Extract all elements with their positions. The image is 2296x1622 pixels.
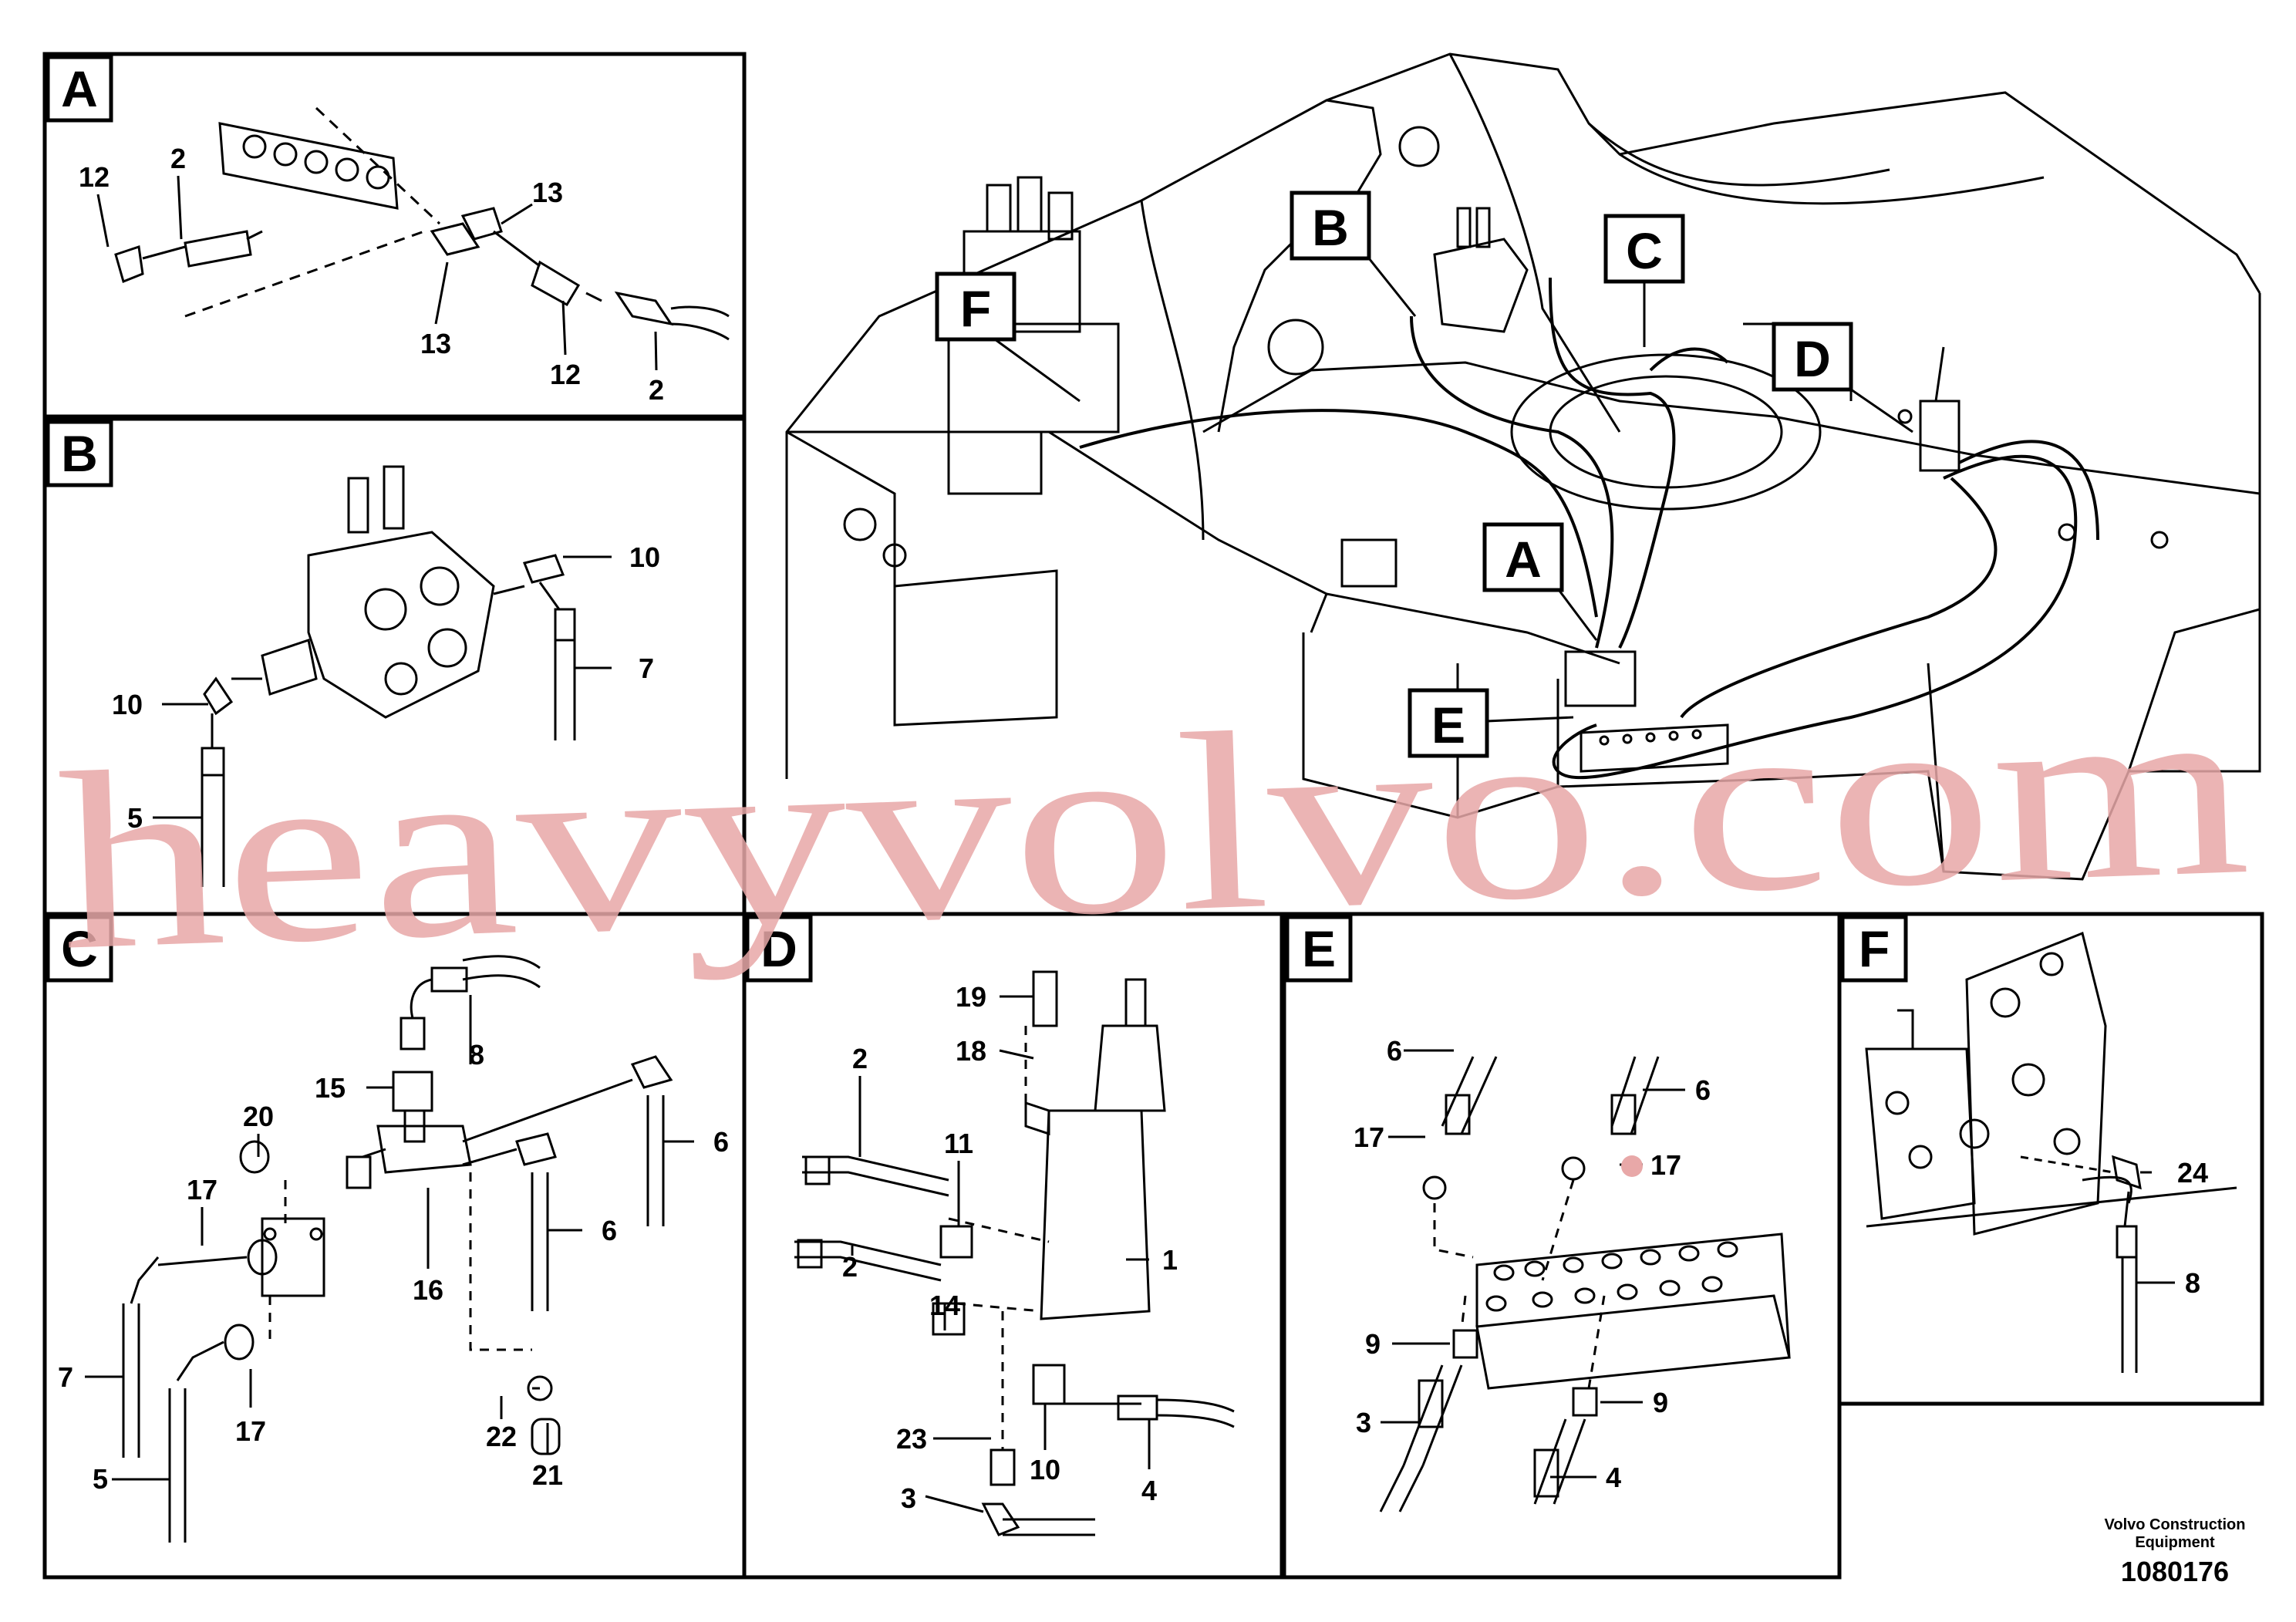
panel-c-label-22: 22 <box>486 1421 517 1452</box>
callout-boxes: B C F D A E <box>935 191 1853 758</box>
panel-c-label-5: 5 <box>93 1463 108 1495</box>
callout-e: E <box>1408 688 1489 758</box>
company-name-line2: Equipment <box>2135 1534 2215 1551</box>
callout-b: B <box>1290 191 1371 261</box>
panel-c-label-17b: 17 <box>235 1415 266 1447</box>
panel-a-label-2b: 2 <box>649 374 664 406</box>
panel-e-label-9b: 9 <box>1653 1387 1668 1418</box>
panel-a-label-2a: 2 <box>170 143 186 174</box>
panel-e-label-3: 3 <box>1356 1407 1371 1438</box>
panel-a-label-12b: 12 <box>550 359 581 390</box>
panel-c-label-17a: 17 <box>187 1174 217 1206</box>
panel-c-label-8: 8 <box>469 1039 484 1071</box>
panel-b-label-10a: 10 <box>629 541 660 573</box>
panel-d-letter: D <box>760 920 797 977</box>
panel-a-label-12a: 12 <box>79 161 110 193</box>
panel-d-label-1: 1 <box>1162 1244 1178 1276</box>
callout-leaders <box>994 258 1913 723</box>
panel-d-label-2b: 2 <box>842 1251 858 1283</box>
panel-f-label-8: 8 <box>2185 1267 2200 1299</box>
panel-b-label-5: 5 <box>127 802 143 834</box>
svg-text:A: A <box>1505 531 1542 588</box>
panel-e-label-17a: 17 <box>1354 1121 1384 1153</box>
callout-f: F <box>935 271 1017 342</box>
panel-d: D <box>742 912 1284 1580</box>
panel-d-label-11: 11 <box>944 1128 973 1159</box>
panel-e-label-6a: 6 <box>1387 1035 1402 1067</box>
footer: Volvo Construction Equipment 1080176 <box>2105 1516 2246 1587</box>
panel-a-label-13b: 13 <box>420 328 451 359</box>
panel-d-label-4: 4 <box>1141 1475 1157 1506</box>
panel-d-label-23: 23 <box>896 1423 927 1455</box>
panel-c-label-16: 16 <box>413 1274 443 1306</box>
panel-c-label-6a: 6 <box>713 1126 729 1158</box>
watermark-text: heavyvolvo.com <box>55 646 2254 1003</box>
svg-text:C: C <box>1626 222 1663 279</box>
panel-c-label-15: 15 <box>315 1072 346 1104</box>
panel-c-label-6b: 6 <box>602 1215 617 1246</box>
watermark: heavyvolvo.com <box>55 646 2254 1003</box>
panel-a-label-13a: 13 <box>532 177 563 208</box>
panel-c-letter: C <box>61 920 98 977</box>
panel-d-label-19: 19 <box>956 981 986 1013</box>
document-number: 1080176 <box>2121 1556 2229 1587</box>
panel-d-label-3: 3 <box>901 1482 916 1514</box>
panel-b-label-7: 7 <box>639 653 654 684</box>
panel-b-label-10b: 10 <box>112 689 143 720</box>
panel-b-letter: B <box>61 425 98 482</box>
svg-text:B: B <box>1312 199 1349 256</box>
callout-d: D <box>1772 322 1853 392</box>
callout-c: C <box>1603 214 1685 284</box>
panel-d-label-18: 18 <box>956 1035 986 1067</box>
panel-e-label-6b: 6 <box>1695 1074 1711 1106</box>
panel-e-letter: E <box>1302 920 1336 977</box>
panel-d-label-14: 14 <box>929 1290 960 1321</box>
callout-a: A <box>1482 522 1564 592</box>
panel-c-label-7: 7 <box>58 1361 73 1393</box>
svg-text:F: F <box>960 280 991 337</box>
panel-e: E <box>1282 912 1842 1580</box>
panel-c-label-21: 21 <box>532 1459 563 1491</box>
panel-e-label-9a: 9 <box>1365 1328 1381 1360</box>
panel-c: C <box>42 912 747 1580</box>
panel-f-label-24: 24 <box>2177 1157 2208 1189</box>
machine-overview <box>785 52 2261 881</box>
panel-a-letter: A <box>61 60 98 117</box>
panel-f: F 24 8 <box>1837 912 2264 1406</box>
panel-d-label-10: 10 <box>1030 1454 1060 1485</box>
panel-c-label-20: 20 <box>243 1101 274 1132</box>
panel-e-label-4: 4 <box>1606 1462 1621 1493</box>
svg-text:E: E <box>1431 696 1465 754</box>
panel-f-letter: F <box>1859 920 1890 977</box>
panel-d-label-2a: 2 <box>852 1043 868 1074</box>
svg-text:D: D <box>1794 330 1831 387</box>
company-name-line1: Volvo Construction <box>2105 1516 2246 1533</box>
panel-a: A 12 2 <box>42 52 747 419</box>
panel-e-label-17b: 17 <box>1650 1149 1681 1181</box>
